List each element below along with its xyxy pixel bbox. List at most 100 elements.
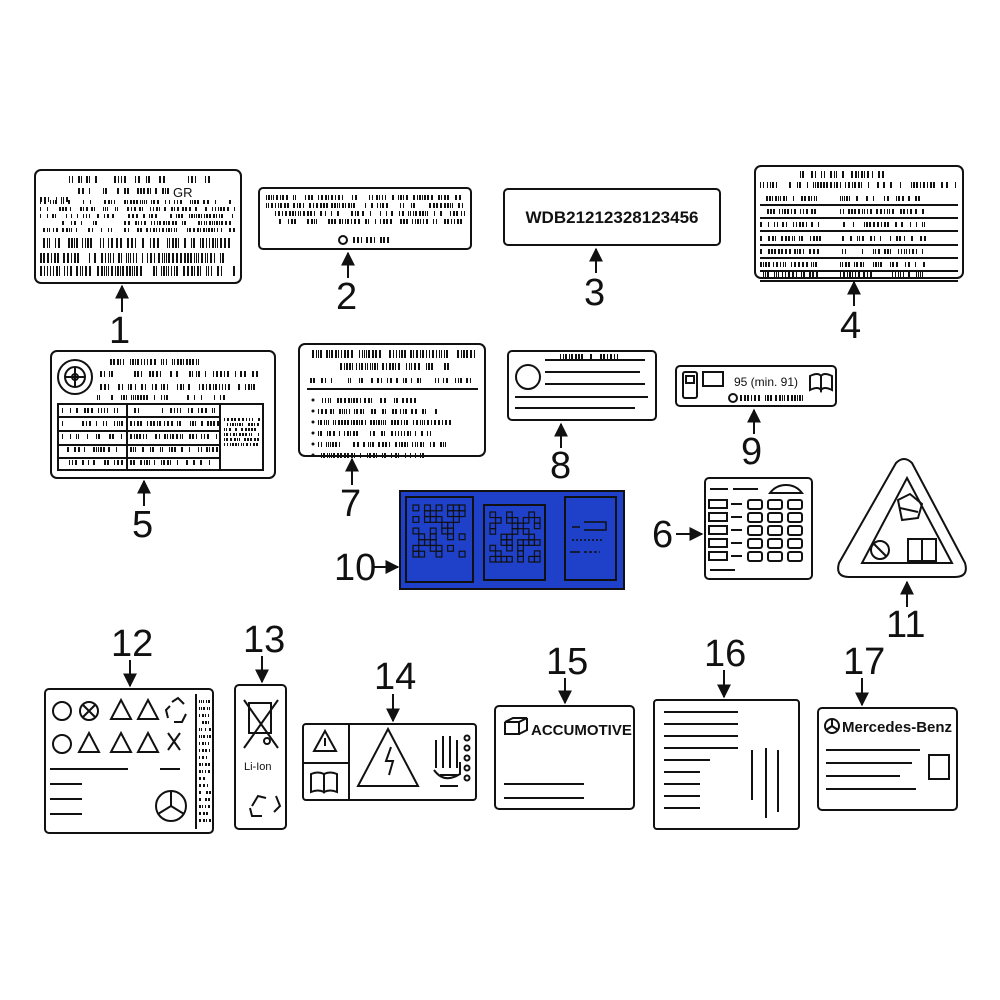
text-stroke: [370, 420, 372, 425]
text-stroke: [179, 421, 181, 426]
text-stroke: [404, 350, 406, 358]
text-stroke: [337, 203, 338, 208]
label-12[interactable]: [44, 688, 214, 834]
text-stroke: [243, 443, 244, 446]
label-15[interactable]: ACCUMOTIVE: [494, 705, 635, 810]
text-stroke: [873, 196, 874, 201]
text-stroke: [360, 409, 362, 414]
text-stroke: [151, 214, 153, 218]
text-stroke: [295, 195, 296, 200]
text-stroke: [323, 203, 325, 208]
text-stroke: [883, 182, 885, 188]
hazard-icon-row-2: [52, 730, 181, 754]
text-stroke: [83, 200, 84, 204]
text-stroke: [316, 203, 318, 208]
text-stroke: [138, 176, 140, 183]
text-stroke: [217, 266, 219, 276]
text-stroke: [218, 207, 219, 211]
text-stroke: [208, 721, 209, 724]
text-stroke: [212, 408, 213, 413]
text-stroke: [75, 460, 77, 465]
text-stroke: [460, 219, 462, 224]
text-stroke: [152, 371, 154, 377]
text-stroke: [787, 395, 789, 401]
label-16[interactable]: [653, 699, 800, 830]
text-stroke: [910, 209, 912, 214]
text-stroke: [754, 395, 756, 401]
text-stroke: [415, 211, 417, 216]
text-stroke: [887, 209, 888, 214]
text-stroke: [834, 171, 835, 178]
text-stroke: [440, 442, 442, 447]
label-17[interactable]: Mercedes-Benz: [817, 707, 958, 811]
text-stroke: [137, 395, 139, 400]
text-stroke: [244, 371, 246, 377]
text-stroke: [359, 378, 360, 383]
text-stroke: [127, 238, 129, 248]
text-stroke: [144, 221, 146, 225]
text-stroke: [103, 447, 105, 452]
text-stroke: [128, 384, 129, 390]
text-stroke: [331, 378, 332, 383]
text-stroke: [845, 262, 847, 267]
label-1[interactable]: GR: [34, 169, 242, 284]
qr-cell: [447, 510, 455, 518]
label-5[interactable]: [50, 350, 276, 479]
text-stroke: [156, 228, 157, 232]
text-stroke: [209, 384, 211, 390]
text-stroke: [205, 798, 207, 801]
text-stroke: [273, 195, 274, 200]
text-stroke: [330, 442, 331, 447]
label-7[interactable]: [298, 343, 486, 458]
text-stroke: [77, 253, 79, 263]
text-stroke: [211, 266, 212, 276]
qr-cell: [528, 511, 536, 519]
text-stroke: [410, 453, 411, 458]
text-stroke: [213, 214, 215, 218]
text-stroke: [174, 408, 175, 413]
label-3[interactable]: WDB21212328123456: [503, 188, 721, 246]
label-14[interactable]: [302, 723, 477, 801]
text-stroke: [99, 395, 100, 400]
text-stroke: [210, 421, 212, 426]
text-stroke: [208, 805, 210, 808]
text-stroke: [418, 363, 420, 370]
text-stroke: [880, 209, 882, 214]
label-13[interactable]: Li-Ion: [234, 684, 287, 830]
label-4[interactable]: [754, 165, 964, 282]
text-stroke: [344, 420, 346, 425]
text-stroke: [157, 238, 159, 248]
text-stroke: [155, 384, 157, 390]
text-stroke: [136, 434, 138, 439]
text-stroke: [854, 209, 856, 214]
text-stroke: [104, 384, 106, 390]
text-stroke: [377, 203, 378, 208]
callout-14: 14: [374, 656, 416, 723]
callout-15: 15: [546, 641, 588, 705]
text-stroke: [82, 266, 83, 276]
bullet: [311, 431, 315, 435]
text-stroke: [159, 207, 160, 211]
text-stroke: [215, 238, 216, 248]
text-stroke: [367, 453, 368, 458]
text-stroke: [169, 447, 170, 452]
text-stroke: [414, 398, 416, 403]
text-stroke: [215, 207, 216, 211]
label-10[interactable]: [399, 490, 625, 590]
text-stroke: [392, 363, 394, 370]
text-stroke: [130, 200, 132, 204]
text-stroke: [91, 408, 93, 413]
text-stroke: [201, 408, 203, 413]
text-stroke: [590, 354, 592, 359]
text-stroke: [779, 395, 781, 401]
label-8[interactable]: [507, 350, 657, 421]
label-9[interactable]: 95 (min. 91): [675, 365, 837, 407]
label-11[interactable]: [837, 458, 967, 578]
label-6[interactable]: [704, 477, 813, 580]
text-stroke: [326, 350, 328, 358]
text-stroke: [109, 371, 110, 377]
text-stroke: [221, 266, 222, 276]
text-stroke: [777, 222, 778, 227]
label-2[interactable]: [258, 187, 472, 250]
text-stroke: [415, 442, 416, 447]
